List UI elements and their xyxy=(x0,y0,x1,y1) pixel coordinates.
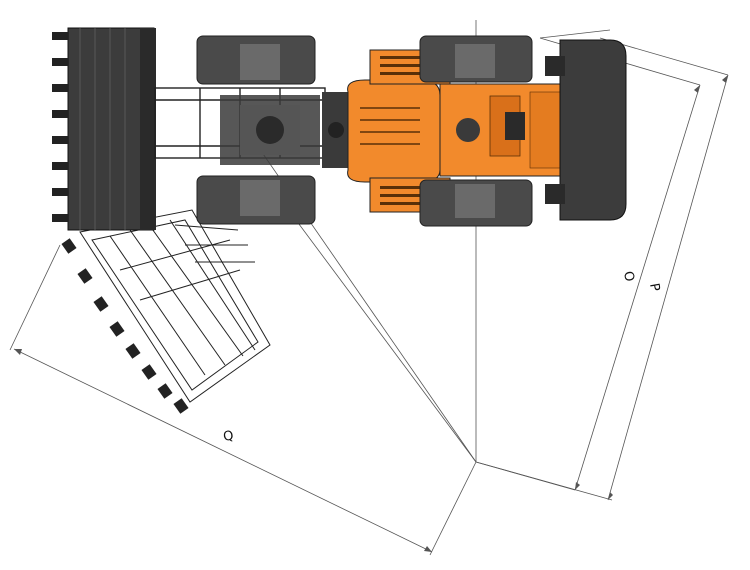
dimension-label-q: Q xyxy=(222,428,235,445)
dimension-label-o: O xyxy=(620,270,637,283)
dimension-labels: O P Q xyxy=(222,270,662,445)
bucket-teeth xyxy=(52,32,68,222)
bucket xyxy=(52,27,156,231)
front-axle xyxy=(220,95,320,165)
articulation-joint xyxy=(322,92,348,168)
dimension-label-p: P xyxy=(646,282,662,292)
rear-tires xyxy=(419,35,533,227)
turned-bucket-teeth xyxy=(61,238,189,414)
front-tires xyxy=(196,35,316,225)
dimension-arrowheads xyxy=(14,75,728,552)
counterweight xyxy=(545,39,627,221)
